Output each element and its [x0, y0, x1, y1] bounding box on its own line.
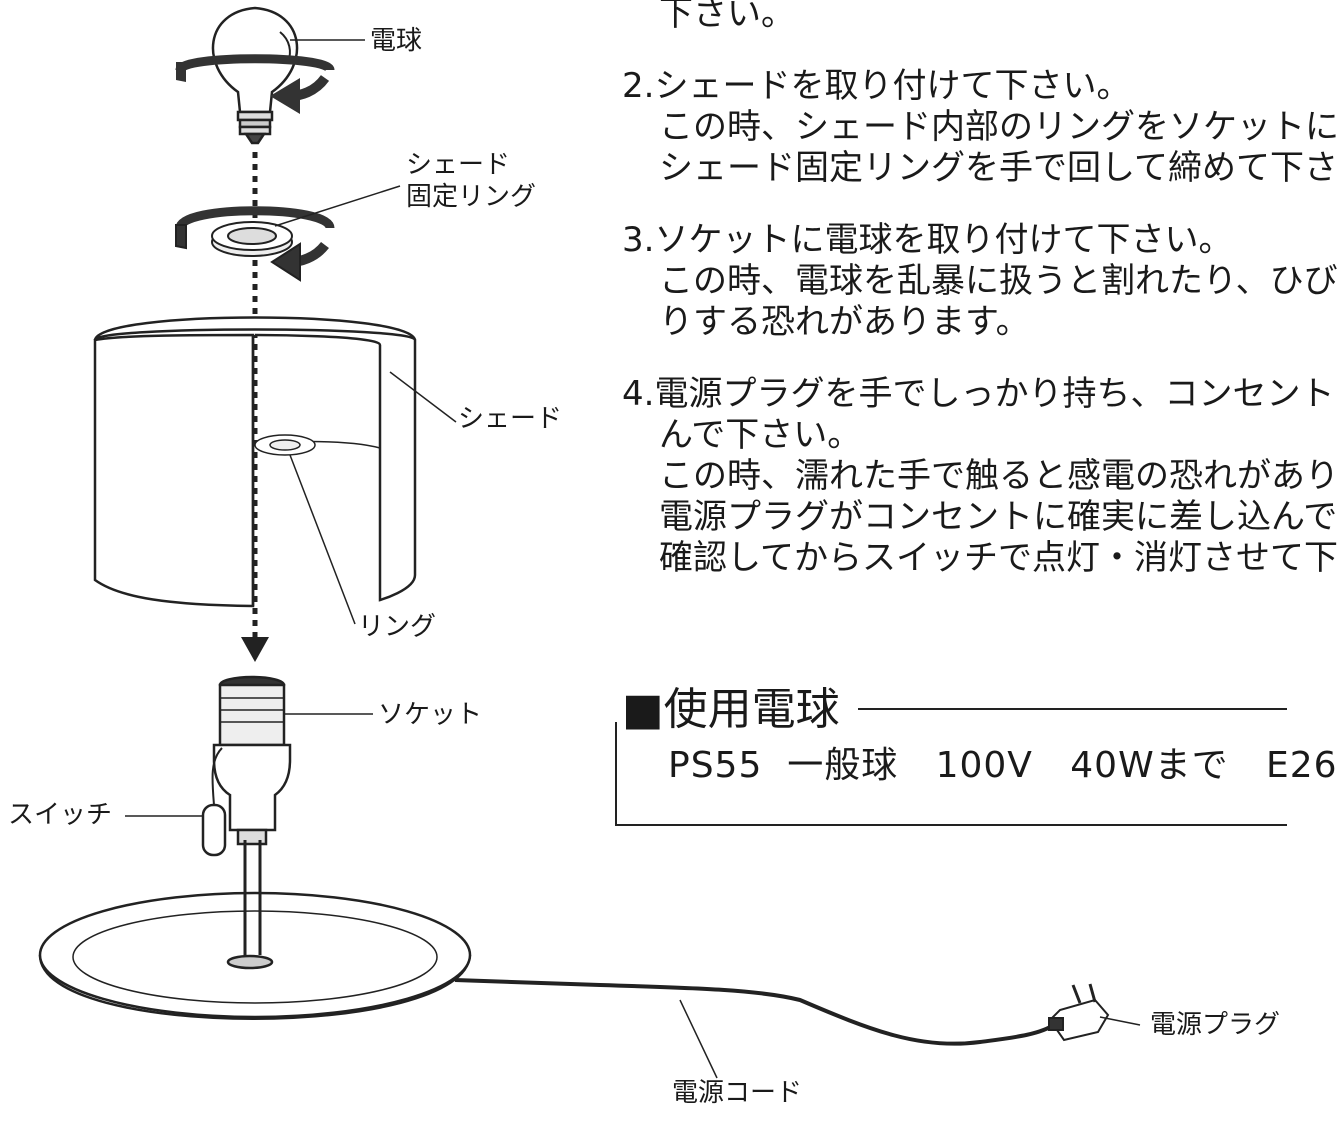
switch-icon [201, 747, 227, 857]
power-plug-icon [1048, 983, 1110, 1042]
lamp-shade-icon [93, 316, 417, 608]
bulb-rotation-arrow-icon [175, 54, 335, 114]
light-bulb-icon [211, 6, 299, 145]
cord-leader-line [679, 999, 718, 1079]
step-2-line-1: 2.シェードを取り付けて下さい。 [622, 66, 1131, 106]
step-1-tail-line: 下さい。 [659, 0, 795, 34]
plug-leader-line [1099, 1016, 1141, 1026]
lamp-base-icon [38, 840, 472, 1020]
label-shade-ring-line2: 固定リング [406, 182, 537, 212]
ring-leader-line [289, 454, 356, 625]
step-3-line-1: 3.ソケットに電球を取り付けて下さい。 [622, 220, 1233, 260]
step-4: 4.電源プラグを手でしっかり持ち、コンセント んで下さい。 この時、濡れた手で触… [622, 374, 1339, 579]
label-socket: ソケット [378, 700, 483, 730]
label-shade: シェード [458, 404, 563, 434]
step-4-line-3: この時、濡れた手で触ると感電の恐れがあり [659, 456, 1339, 496]
fixing-ring-leader-line [274, 185, 401, 227]
step-3-line-2: この時、電球を乱暴に扱うと割れたり、ひび [659, 261, 1338, 301]
label-ring: リング [358, 612, 437, 642]
lamp-assembly-diagram [38, 6, 1287, 1079]
step-4-line-5: 確認してからスイッチで点灯・消灯させて下 [659, 538, 1338, 578]
step-3: 3.ソケットに電球を取り付けて下さい。 この時、電球を乱暴に扱うと割れたり、ひび… [622, 220, 1338, 343]
bulb-spec-title: ■使用電球 [622, 685, 858, 735]
bulb-spec-value: PS55 一般球 100V 40Wまで E26 [668, 745, 1338, 786]
power-cord-icon [454, 978, 1057, 1046]
step-4-line-4: 電源プラグがコンセントに確実に差し込んで [659, 497, 1338, 537]
step-2: 2.シェードを取り付けて下さい。 この時、シェード内部のリングをソケットに シェ… [622, 66, 1339, 189]
label-switch: スイッチ [8, 800, 113, 830]
spec-box-border [615, 722, 1287, 826]
step-3-line-3: りする恐れがあります。 [659, 302, 1030, 342]
step-1-tail: 下さい。 [622, 0, 1302, 35]
label-shade-ring-line1: シェード [406, 150, 511, 180]
step-4-line-2: んで下さい。 [659, 415, 862, 455]
step-4-line-1: 4.電源プラグを手でしっかり持ち、コンセント [622, 374, 1335, 414]
step-2-line-2: この時、シェード内部のリングをソケットに [659, 107, 1339, 147]
shade-leader-line [389, 371, 457, 423]
label-power-plug: 電源プラグ [1150, 1010, 1281, 1040]
instructions: 下さい。 2.シェードを取り付けて下さい。 この時、シェード内部のリングをソケッ… [622, 0, 1339, 610]
shade-fixing-ring-icon [175, 206, 335, 282]
assembly-arrow-icon [241, 637, 269, 662]
label-power-cord: 電源コード [672, 1078, 803, 1108]
label-bulb: 電球 [370, 26, 423, 56]
step-2-line-3: シェード固定リングを手で回して締めて下さ [659, 148, 1338, 188]
